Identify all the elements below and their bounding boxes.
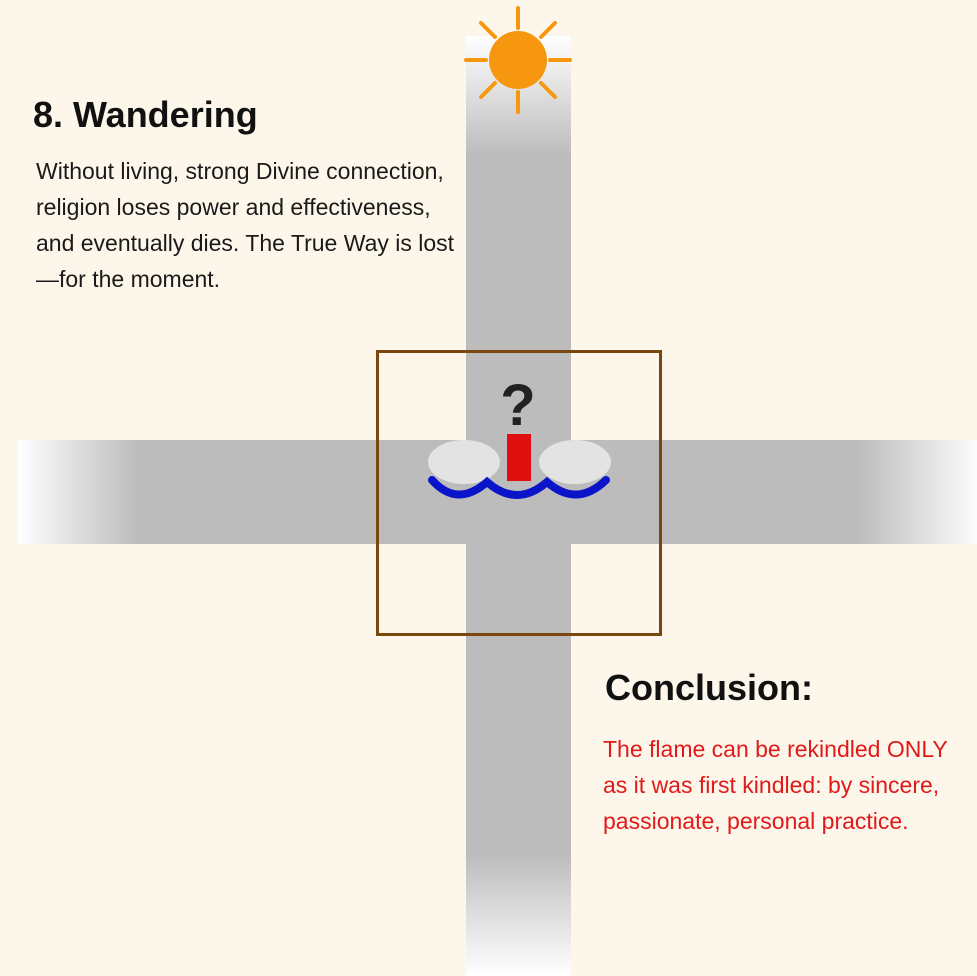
conclusion-line: as it was first kindled: by sincere, <box>603 772 940 798</box>
section-body: Without living, strong Divine connection… <box>36 158 455 292</box>
cloud-right <box>539 440 611 484</box>
sun-icon <box>464 6 572 114</box>
candle-waves-symbol: ? <box>428 373 611 499</box>
candle-icon <box>507 434 531 481</box>
conclusion-heading: Conclusion: <box>605 667 813 708</box>
question-mark-icon: ? <box>500 373 535 438</box>
cloud-left <box>428 440 500 484</box>
conclusion-text: The flame can be rekindled ONLY as it wa… <box>603 731 977 839</box>
waves-icon <box>428 476 610 499</box>
conclusion-line: passionate, personal practice. <box>603 808 909 834</box>
section-title: 8. Wandering <box>33 94 258 135</box>
conclusion-line: The flame can be rekindled ONLY <box>603 736 948 762</box>
focus-frame <box>376 350 662 636</box>
